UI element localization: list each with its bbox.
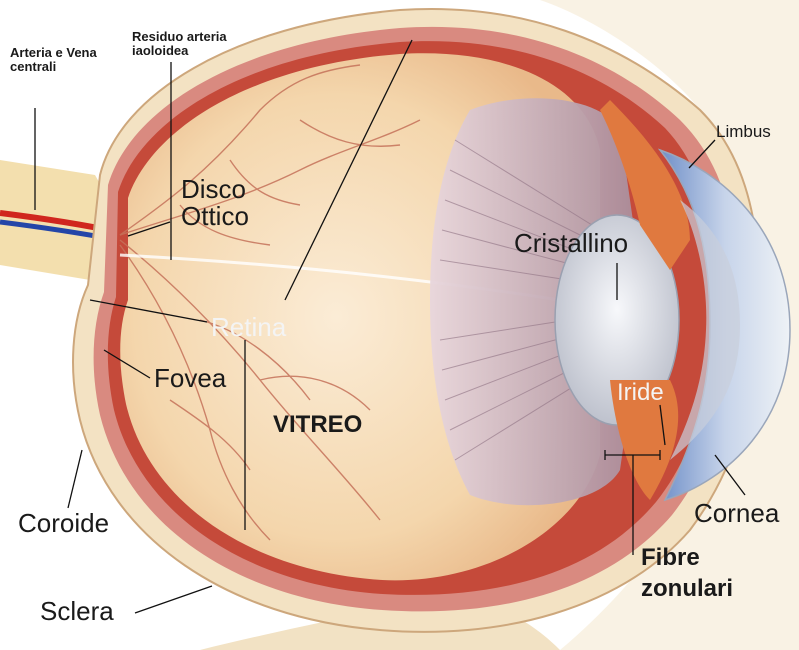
label-residuo-arteria: Residuo arteria iaoloidea [132,30,247,57]
label-disco-ottico: Disco Ottico [181,176,276,231]
label-cristallino: Cristallino [514,230,628,257]
label-fibre-zonulari: Fibre zonulari [641,542,761,604]
label-fovea: Fovea [154,365,226,392]
label-coroide: Coroide [18,510,109,537]
label-iride: Iride [617,380,664,405]
label-retina: Retina [211,314,286,341]
label-limbus: Limbus [716,123,771,141]
label-sclera: Sclera [40,598,114,625]
label-vitreo: VITREO [273,412,362,437]
label-arteria-vena: Arteria e Vena centrali [10,46,130,73]
label-cornea: Cornea [694,500,779,527]
